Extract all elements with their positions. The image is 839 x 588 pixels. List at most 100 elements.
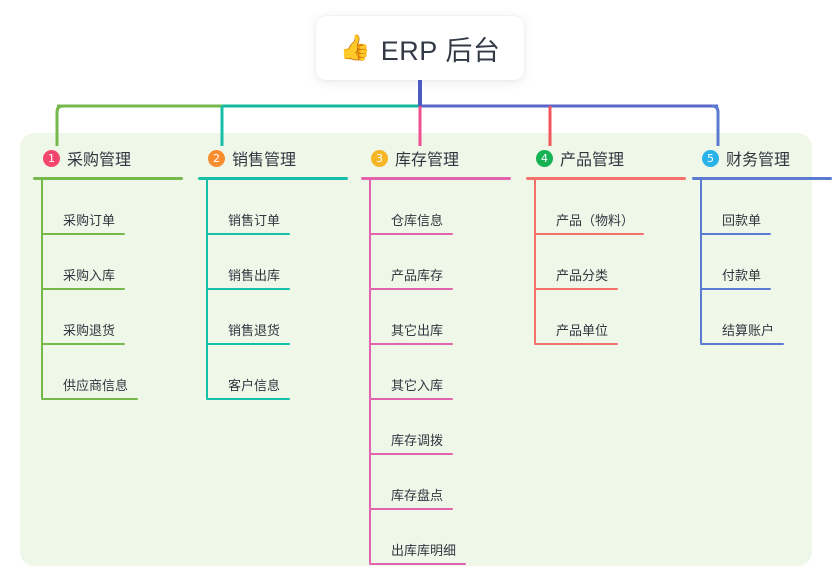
leaf-item-label: 仓库信息: [391, 213, 444, 228]
leaf-item-label: 其它入库: [391, 378, 444, 393]
diagram-panel: [20, 133, 812, 566]
leaf-item-rule: [369, 508, 454, 510]
branch-header-销售管理[interactable]: 2 销售管理: [198, 146, 348, 170]
leaf-list: 仓库信息产品库存其它出库其它入库库存调拨库存盘点出库库明细: [361, 180, 511, 565]
branch-header-财务管理[interactable]: 5 财务管理: [692, 146, 832, 170]
leaf-item[interactable]: 产品分类: [526, 235, 686, 290]
leaf-item-label: 销售订单: [228, 213, 281, 228]
branch-column-1: 1 采购管理采购订单采购入库采购退货供应商信息: [33, 146, 183, 400]
leaf-item-label: 客户信息: [228, 378, 281, 393]
leaf-item-rule: [369, 563, 467, 565]
branch-header-采购管理[interactable]: 1 采购管理: [33, 146, 183, 170]
branch-header-库存管理[interactable]: 3 库存管理: [361, 146, 511, 170]
leaf-item-rule: [700, 288, 772, 290]
leaf-item-label: 产品库存: [391, 268, 444, 283]
leaf-item-label: 回款单: [722, 213, 762, 228]
leaf-item-label: 采购入库: [63, 268, 116, 283]
leaf-spine: [369, 180, 371, 563]
leaf-item-rule: [369, 398, 454, 400]
leaf-item[interactable]: 库存调拨: [361, 400, 511, 455]
leaf-item-label: 结算账户: [722, 323, 775, 338]
leaf-item-label: 产品分类: [556, 268, 609, 283]
branch-number-badge: 1: [43, 149, 60, 167]
branch-number-badge: 4: [536, 149, 553, 167]
branch-header-产品管理[interactable]: 4 产品管理: [526, 146, 686, 170]
leaf-item[interactable]: 采购入库: [33, 235, 183, 290]
branch-number-badge: 2: [208, 149, 225, 167]
leaf-item[interactable]: 出库库明细: [361, 510, 511, 565]
leaf-item[interactable]: 销售订单: [198, 180, 348, 235]
root-node-erp-backend[interactable]: 👍 ERP 后台: [316, 16, 524, 80]
leaf-item-rule: [369, 453, 454, 455]
branch-header-label: 采购管理: [67, 152, 132, 169]
branch-header-label: 销售管理: [232, 152, 297, 169]
branch-column-5: 5 财务管理回款单付款单结算账户: [692, 146, 832, 345]
leaf-list: 回款单付款单结算账户: [692, 180, 832, 345]
leaf-item-label: 采购退货: [63, 323, 116, 338]
leaf-item-label: 其它出库: [391, 323, 444, 338]
leaf-item-rule: [534, 233, 645, 235]
leaf-item[interactable]: 其它入库: [361, 345, 511, 400]
leaf-item[interactable]: 产品库存: [361, 235, 511, 290]
leaf-item[interactable]: 付款单: [692, 235, 832, 290]
leaf-item-rule: [41, 288, 126, 290]
leaf-item[interactable]: 采购退货: [33, 290, 183, 345]
leaf-item-label: 库存调拨: [391, 433, 444, 448]
root-node-label: ERP 后台: [380, 35, 501, 66]
leaf-item-rule: [700, 233, 772, 235]
leaf-item[interactable]: 客户信息: [198, 345, 348, 400]
leaf-item[interactable]: 产品（物料）: [526, 180, 686, 235]
branch-header-rule: [692, 177, 832, 180]
leaf-item[interactable]: 回款单: [692, 180, 832, 235]
leaf-item[interactable]: 供应商信息: [33, 345, 183, 400]
leaf-item-label: 供应商信息: [63, 378, 129, 393]
branch-number-badge: 3: [371, 149, 388, 167]
leaf-item-rule: [206, 233, 291, 235]
branch-header-rule: [526, 177, 686, 180]
leaf-item-rule: [206, 288, 291, 290]
leaf-item-rule: [41, 398, 139, 400]
leaf-item-rule: [534, 288, 619, 290]
leaf-item-label: 出库库明细: [391, 543, 457, 558]
leaf-item[interactable]: 销售退货: [198, 290, 348, 345]
branch-header-label: 库存管理: [395, 152, 460, 169]
leaf-list: 采购订单采购入库采购退货供应商信息: [33, 180, 183, 400]
leaf-list: 产品（物料） 产品分类产品单位: [526, 180, 686, 345]
leaf-item-rule: [369, 288, 454, 290]
leaf-item-rule: [41, 233, 126, 235]
leaf-item-rule: [206, 343, 291, 345]
leaf-item[interactable]: 产品单位: [526, 290, 686, 345]
leaf-item[interactable]: 仓库信息: [361, 180, 511, 235]
leaf-item-label: 产品单位: [556, 323, 609, 338]
leaf-spine: [700, 180, 702, 343]
leaf-spine: [534, 180, 536, 343]
thumbs-up-icon: 👍: [339, 33, 371, 62]
branch-number-badge: 5: [702, 149, 719, 167]
leaf-list: 销售订单销售出库销售退货客户信息: [198, 180, 348, 400]
branch-header-rule: [33, 177, 183, 180]
leaf-item-label: 库存盘点: [391, 488, 444, 503]
leaf-item[interactable]: 采购订单: [33, 180, 183, 235]
leaf-item[interactable]: 结算账户: [692, 290, 832, 345]
leaf-item-rule: [534, 343, 619, 345]
branch-header-rule: [361, 177, 511, 180]
branch-column-4: 4 产品管理产品（物料） 产品分类产品单位: [526, 146, 686, 345]
branch-header-label: 财务管理: [726, 152, 791, 169]
leaf-item-label: 付款单: [722, 268, 762, 283]
branch-header-rule: [198, 177, 348, 180]
leaf-item-rule: [369, 343, 454, 345]
leaf-item-label: 销售退货: [228, 323, 281, 338]
leaf-item[interactable]: 库存盘点: [361, 455, 511, 510]
leaf-item-label: 产品（物料）: [556, 213, 635, 228]
leaf-item-label: 销售出库: [228, 268, 281, 283]
branch-header-label: 产品管理: [560, 152, 625, 169]
leaf-item[interactable]: 其它出库: [361, 290, 511, 345]
branch-column-2: 2 销售管理销售订单销售出库销售退货客户信息: [198, 146, 348, 400]
leaf-item-rule: [206, 398, 291, 400]
leaf-item[interactable]: 销售出库: [198, 235, 348, 290]
branch-column-3: 3 库存管理仓库信息产品库存其它出库其它入库库存调拨库存盘点出库库明细: [361, 146, 511, 565]
leaf-item-rule: [41, 343, 126, 345]
leaf-item-rule: [700, 343, 785, 345]
leaf-item-rule: [369, 233, 454, 235]
